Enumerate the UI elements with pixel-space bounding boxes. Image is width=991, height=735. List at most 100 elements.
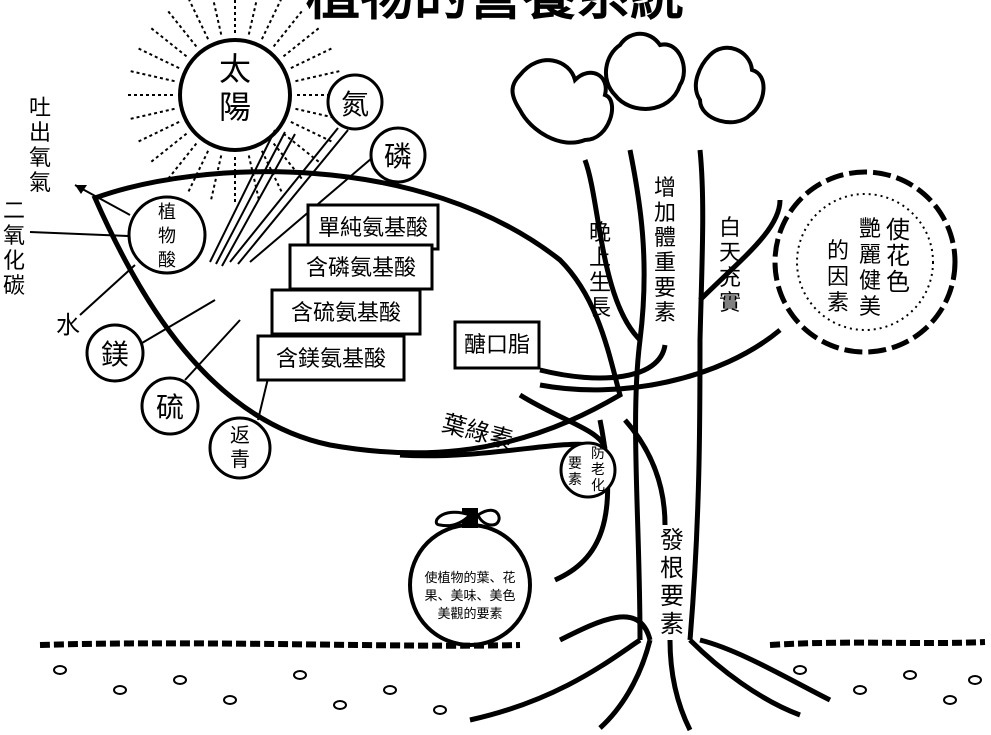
sun-ray xyxy=(188,151,208,192)
co2-in: 二 氧 化 碳 xyxy=(3,199,128,299)
svg-text:上: 上 xyxy=(589,246,611,271)
sun-ray xyxy=(188,0,208,39)
sun-ray xyxy=(168,11,197,47)
sun-label: 太 xyxy=(219,50,251,88)
svg-text:重: 重 xyxy=(654,251,676,276)
svg-text:酸: 酸 xyxy=(158,250,176,271)
svg-text:因: 因 xyxy=(827,265,849,290)
svg-text:的: 的 xyxy=(827,239,849,264)
pebble xyxy=(54,666,66,674)
amino-label: 含硫氨基酸 xyxy=(291,301,401,326)
pebble xyxy=(904,671,916,679)
svg-text:素: 素 xyxy=(654,301,676,326)
ground xyxy=(40,642,985,714)
day-fill-label: 白 天 充 實 xyxy=(719,216,741,316)
sun-ray xyxy=(151,28,187,57)
sun-ray xyxy=(295,71,340,81)
svg-text:物: 物 xyxy=(158,226,176,247)
sun-ray xyxy=(151,134,187,163)
svg-text:麗: 麗 xyxy=(859,243,881,268)
svg-text:植: 植 xyxy=(158,202,176,223)
svg-text:天: 天 xyxy=(719,241,741,266)
sun-ray xyxy=(130,71,175,81)
svg-text:二: 二 xyxy=(3,199,25,224)
amino-label: 含鎂氨基酸 xyxy=(276,347,386,372)
svg-text:素: 素 xyxy=(568,472,582,488)
svg-text:老: 老 xyxy=(591,462,605,478)
svg-text:陽: 陽 xyxy=(219,88,251,126)
svg-text:氣: 氣 xyxy=(29,171,51,196)
svg-text:果、美味、美色: 果、美味、美色 xyxy=(424,588,515,604)
plant-acid-node: 植 物 酸 xyxy=(129,197,205,273)
diagram-title: 植物的營養系統 xyxy=(306,0,684,27)
svg-text:吐: 吐 xyxy=(29,96,51,121)
sun-ray xyxy=(283,28,319,57)
sun-ray xyxy=(138,122,179,142)
tree-buds xyxy=(513,34,764,143)
sulfur-label: 硫 xyxy=(156,391,184,424)
svg-text:根: 根 xyxy=(660,554,684,582)
pebble xyxy=(794,666,806,674)
pebble xyxy=(334,701,346,709)
svg-text:增: 增 xyxy=(654,176,676,201)
svg-text:發: 發 xyxy=(660,526,684,554)
pebble xyxy=(384,686,396,694)
pebble xyxy=(114,686,126,694)
phosphorus-node: 磷 xyxy=(371,128,425,182)
pebble xyxy=(294,671,306,679)
lignin-box: 醣口脂 xyxy=(455,322,539,368)
svg-text:氧: 氧 xyxy=(3,224,25,249)
roots xyxy=(470,640,830,730)
pebble xyxy=(969,676,981,684)
sun-ray xyxy=(211,0,221,35)
svg-text:使植物的葉、花: 使植物的葉、花 xyxy=(424,570,515,586)
magnesium-label: 鎂 xyxy=(101,338,129,371)
svg-text:美: 美 xyxy=(859,295,881,320)
phosphorus-label: 磷 xyxy=(384,140,412,173)
svg-text:化: 化 xyxy=(3,249,25,274)
pebble xyxy=(854,686,866,694)
pebble xyxy=(224,696,236,704)
amino-label: 單純氨基酸 xyxy=(318,216,428,241)
svg-text:充: 充 xyxy=(719,266,741,291)
svg-text:美觀的要素: 美觀的要素 xyxy=(437,606,502,622)
sun-ray xyxy=(249,0,259,35)
fruit-icon: 使植物的葉、花 果、美味、美色 美觀的要素 xyxy=(410,508,530,645)
pebble xyxy=(434,706,446,714)
pebble xyxy=(944,696,956,704)
lignin-label: 醣口脂 xyxy=(464,333,530,358)
oxygen-out: 吐 出 氧 氣 xyxy=(29,96,130,215)
svg-text:花: 花 xyxy=(886,242,910,270)
sun-ray xyxy=(262,0,282,39)
svg-text:加: 加 xyxy=(654,201,676,226)
anti-old-node: 要 素 防 老 化 xyxy=(561,443,615,497)
svg-text:返: 返 xyxy=(230,423,250,447)
water-label: 水 xyxy=(56,311,80,339)
svg-text:青: 青 xyxy=(230,447,250,471)
sun-ray xyxy=(130,109,175,119)
weight-factor-label: 增 加 體 重 要 素 xyxy=(654,176,676,326)
svg-text:艷: 艷 xyxy=(859,217,881,242)
root-factor-label: 發 根 要 素 xyxy=(660,526,684,638)
svg-text:氧: 氧 xyxy=(29,146,51,171)
svg-text:實: 實 xyxy=(719,291,741,316)
pebble xyxy=(174,676,186,684)
svg-text:化: 化 xyxy=(591,478,605,494)
svg-text:長: 長 xyxy=(589,296,611,321)
sun-ray xyxy=(291,48,332,68)
sun-ray xyxy=(211,155,221,200)
svg-text:要: 要 xyxy=(568,456,582,472)
svg-text:素: 素 xyxy=(827,291,849,316)
svg-text:晚: 晚 xyxy=(589,221,611,246)
svg-text:防: 防 xyxy=(591,446,605,462)
nitrogen-label: 氮 xyxy=(341,88,369,121)
svg-text:白: 白 xyxy=(719,216,741,241)
svg-text:碳: 碳 xyxy=(3,274,25,299)
amino-label: 含磷氨基酸 xyxy=(306,256,416,281)
svg-text:生: 生 xyxy=(589,271,611,296)
svg-text:要: 要 xyxy=(654,276,676,301)
svg-text:健: 健 xyxy=(859,269,881,294)
svg-text:色: 色 xyxy=(886,268,910,296)
sulfur-node: 硫 xyxy=(142,320,240,434)
